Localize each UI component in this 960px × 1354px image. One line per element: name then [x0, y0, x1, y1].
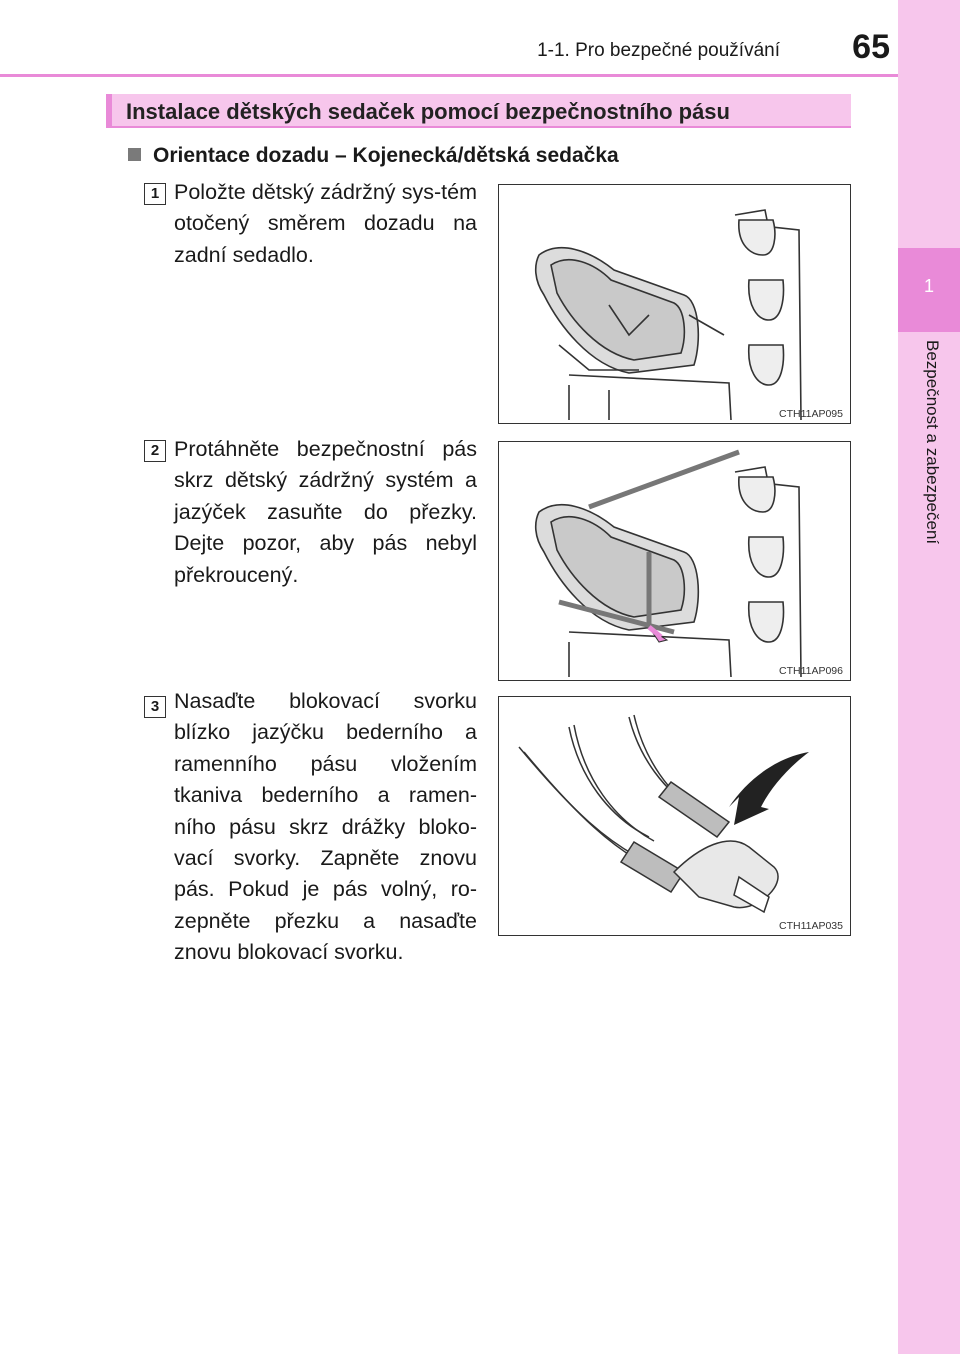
- figure-code: CTH11AP096: [779, 665, 843, 677]
- section-banner: Instalace dětských sedaček pomocí bezpeč…: [106, 94, 851, 128]
- step-number-3: 3: [144, 696, 166, 718]
- figure-locking-clip: CTH11AP035: [498, 696, 851, 936]
- pink-arrow-icon: [647, 625, 669, 643]
- figure-3-illustration: CTH11AP035: [518, 714, 843, 932]
- curved-arrow-icon: [729, 752, 809, 825]
- chapter-side-tab: [898, 0, 960, 1354]
- step-text-3: Nasaďte blokovací svorku blízko jazýčku …: [174, 689, 477, 965]
- step-text-2: Protáhněte bezpečnostní pás skrz dětský …: [174, 437, 477, 587]
- figure-belt-routing: CTH11AP096: [498, 441, 851, 681]
- figure-1-illustration: CTH11AP095: [534, 209, 843, 421]
- subheading: Orientace dozadu – Kojenecká/dětská seda…: [128, 144, 619, 168]
- figure-code: CTH11AP035: [779, 920, 843, 932]
- chapter-number: 1: [923, 276, 934, 296]
- step-number-1: 1: [144, 183, 166, 205]
- chapter-tab-active[interactable]: [898, 248, 960, 332]
- section-title: Instalace dětských sedaček pomocí bezpeč…: [126, 99, 730, 124]
- step-text-1: Položte dětský zádržný sys-tém otočený s…: [174, 180, 477, 267]
- figure-2-illustration: CTH11AP096: [534, 449, 843, 678]
- chapter-title: Bezpečnost a zabezpečení: [923, 340, 942, 545]
- figure-code: CTH11AP095: [779, 408, 843, 420]
- step-number-2: 2: [144, 440, 166, 462]
- header-section-title: 1-1. Pro bezpečné používání: [537, 40, 780, 61]
- page-number: 65: [852, 28, 890, 66]
- header-divider: [0, 74, 898, 77]
- figure-rear-facing-seat: CTH11AP095: [498, 184, 851, 424]
- subheading-text: Orientace dozadu – Kojenecká/dětská seda…: [153, 144, 619, 167]
- square-bullet-icon: [128, 148, 141, 161]
